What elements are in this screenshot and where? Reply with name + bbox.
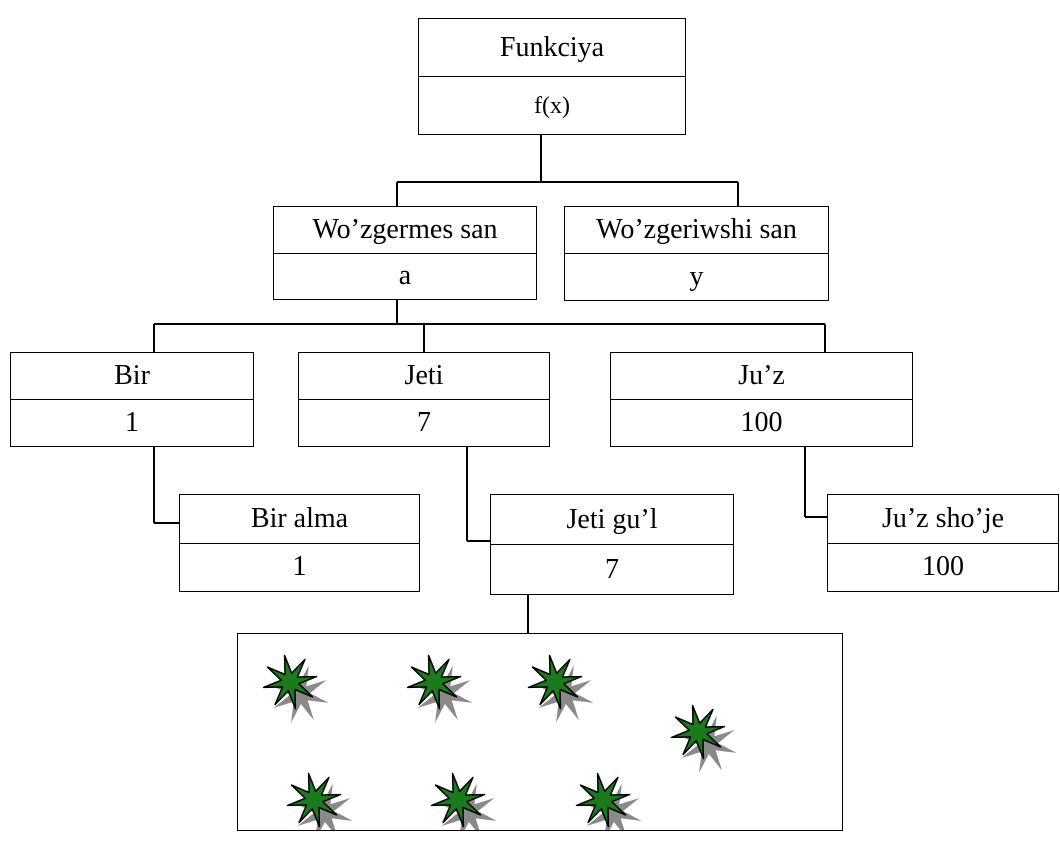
juz-value: 100: [611, 399, 912, 446]
seven-flowers-box: [237, 633, 843, 831]
flower-leaves: [286, 772, 342, 828]
flower-leaves: [670, 704, 726, 760]
constant-number-box: Wo’zgermes san a: [273, 206, 537, 300]
bir-box: Bir 1: [10, 352, 254, 447]
flower-icon: [406, 654, 473, 723]
flower-icon: [262, 654, 329, 723]
flower-icon: [575, 772, 642, 830]
juz-shoje-box: Ju’z sho’je 100: [827, 494, 1059, 592]
flower-leaves: [575, 772, 631, 828]
constant-number-title: Wo’zgermes san: [312, 213, 498, 245]
funkciya-box: Funkciya f(x): [418, 18, 686, 135]
flower-shadow: [271, 665, 329, 723]
jeti-title: Jeti: [404, 360, 444, 391]
bir-alma-box: Bir alma 1: [179, 494, 420, 592]
flower-icon: [286, 772, 353, 830]
flower-leaves: [430, 772, 486, 828]
juz-shoje-title: Ju’z sho’je: [881, 502, 1005, 534]
flower-shadow: [536, 665, 594, 723]
jeti-gul-title: Jeti gu’l: [566, 503, 658, 535]
variable-number-box: Wo’zgeriwshi san y: [564, 206, 829, 301]
jeti-value: 7: [299, 399, 549, 446]
flower-shadow: [415, 665, 473, 723]
flower-icon: [670, 704, 737, 773]
flower-leaves: [406, 654, 462, 710]
juz-box: Ju’z 100: [610, 352, 913, 447]
jeti-gul-value: 7: [491, 544, 733, 594]
jeti-gul-box: Jeti gu’l 7: [490, 494, 734, 595]
bir-alma-value: 1: [180, 542, 419, 592]
flower-icon: [430, 772, 497, 830]
flower-leaves: [527, 654, 583, 710]
variable-number-value: y: [565, 253, 828, 300]
constant-number-value: a: [274, 252, 536, 300]
bir-title: Bir: [114, 360, 150, 391]
flower-icon: [527, 654, 594, 723]
funkciya-formula: f(x): [419, 76, 685, 134]
juz-shoje-value: 100: [828, 542, 1058, 592]
jeti-box: Jeti 7: [298, 352, 550, 447]
bir-alma-title: Bir alma: [250, 502, 349, 534]
bir-value: 1: [11, 399, 253, 446]
variable-number-title: Wo’zgeriwshi san: [596, 214, 797, 245]
juz-title: Ju’z: [738, 360, 785, 391]
funkciya-title: Funkciya: [499, 31, 605, 63]
flower-leaves: [262, 654, 318, 710]
flower-shadow: [679, 715, 737, 773]
